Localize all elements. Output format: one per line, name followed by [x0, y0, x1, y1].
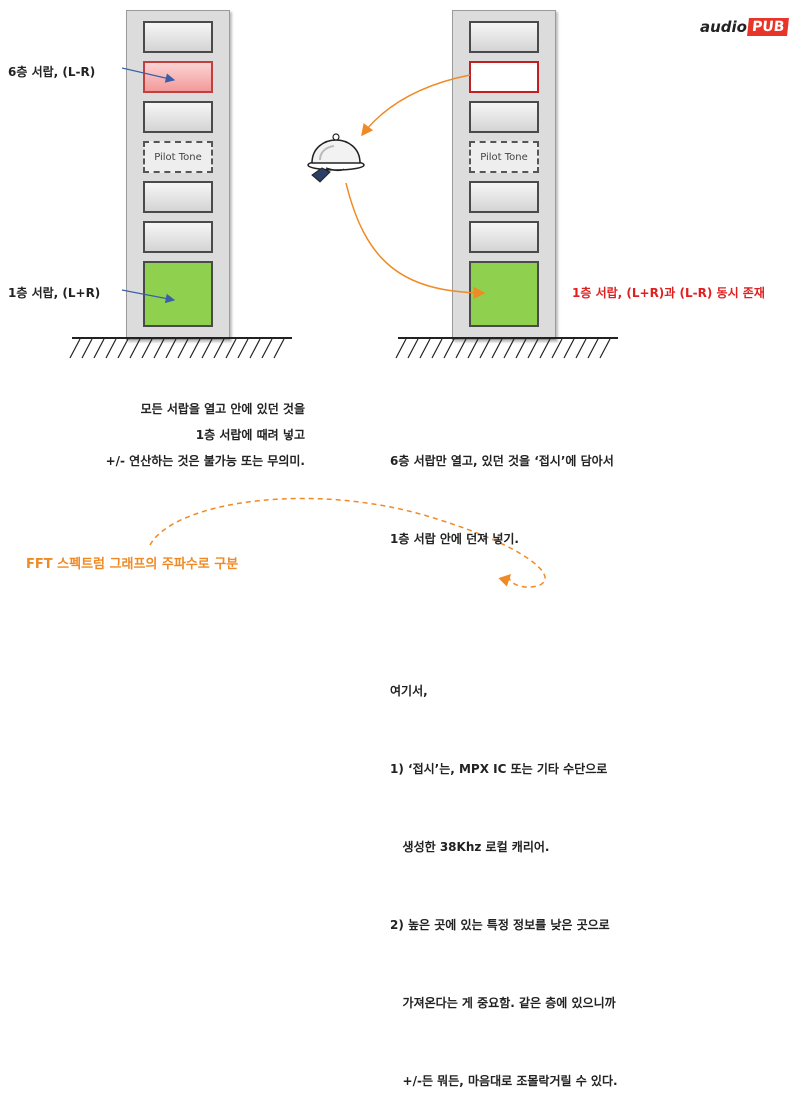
right-drawer-5 [469, 101, 539, 133]
right-drawer-tower: Pilot Tone [452, 10, 556, 340]
right-label-1st-drawer: 1층 서랍, (L+R)과 (L-R) 동시 존재 [572, 286, 765, 300]
left-arrow-to-6th [121, 67, 176, 83]
audiopub-logo: audio PUB [700, 18, 790, 36]
left-label-1st-drawer: 1층 서랍, (L+R) [8, 286, 101, 300]
ground-hatching [69, 337, 618, 359]
left-arrow-to-1st [121, 289, 176, 304]
right-drawer-3 [469, 181, 539, 213]
right-drawer-6-open [469, 61, 539, 93]
left-drawer-7 [143, 21, 213, 53]
left-label-6th-drawer: 6층 서랍, (L-R) [8, 65, 96, 79]
arrow-drawer-to-dish [361, 74, 471, 137]
arrows-layer [121, 67, 546, 588]
right-caption-line: 가져온다는 게 중요함. 같은 층에 있으니까 [390, 996, 616, 1010]
logo-text-audio: audio [700, 18, 747, 36]
right-pilot-tone-label: Pilot Tone [480, 151, 528, 163]
left-caption-line: 1층 서랍에 때려 넣고 [195, 428, 305, 442]
right-caption: 6층 서랍만 열고, 있던 것을 ‘접시’에 담아서 1층 서랍 안에 던져 넣… [390, 396, 618, 1120]
arrow-dish-to-drawer [345, 182, 486, 299]
right-drawer-2 [469, 221, 539, 253]
left-drawer-3 [143, 181, 213, 213]
right-caption-line: 2) 높은 곳에 있는 특정 정보를 낮은 곳으로 [390, 918, 610, 932]
right-caption-line: 1) ‘접시’는, MPX IC 또는 기타 수단으로 [390, 762, 608, 776]
right-caption-line: 생성한 38Khz 로컬 캐리어. [390, 840, 550, 854]
left-pilot-tone-drawer: Pilot Tone [143, 141, 213, 173]
right-caption-line [390, 604, 618, 626]
fft-note: FFT 스펙트럼 그래프의 주파수로 구분 [26, 557, 239, 572]
right-ground [395, 337, 618, 359]
left-caption-line: 모든 서랍을 열고 안에 있던 것을 [140, 402, 305, 416]
right-pilot-tone-drawer: Pilot Tone [469, 141, 539, 173]
right-caption-line: 6층 서랍만 열고, 있던 것을 ‘접시’에 담아서 [390, 454, 614, 468]
serving-dish-icon [307, 133, 365, 183]
left-drawer-5 [143, 101, 213, 133]
right-caption-line: 1층 서랍 안에 던져 넣기. [390, 532, 519, 546]
right-caption-line: 여기서, [390, 684, 428, 698]
left-drawer-tower: Pilot Tone [126, 10, 230, 340]
right-drawer-7 [469, 21, 539, 53]
left-drawer-6 [143, 61, 213, 93]
left-caption-line: +/- 연산하는 것은 불가능 또는 무의미. [105, 454, 305, 468]
arrow-fft-note [149, 497, 546, 588]
left-pilot-tone-label: Pilot Tone [154, 151, 202, 163]
right-caption-line: +/-든 뭐든, 마음대로 조몰락거릴 수 있다. [390, 1074, 618, 1088]
left-caption: 모든 서랍을 열고 안에 있던 것을 1층 서랍에 때려 넣고 +/- 연산하는… [106, 396, 305, 474]
left-drawer-2 [143, 221, 213, 253]
left-ground [69, 337, 292, 359]
